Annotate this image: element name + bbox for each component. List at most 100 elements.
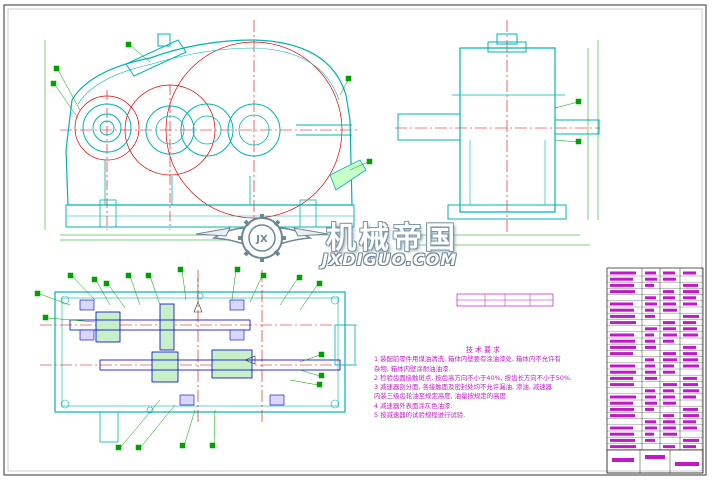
bom-cell (645, 271, 656, 275)
bom-cell (610, 445, 636, 449)
bom-cell (610, 277, 633, 281)
bom-cell (683, 383, 698, 387)
bom-cell (645, 308, 654, 312)
bom-cell (663, 352, 676, 356)
bom-cell (683, 395, 696, 399)
requirement-line: 内装三级齿轮油至规定高度, 油量按规定的高度. (374, 392, 508, 401)
bom-cell (610, 290, 635, 294)
technical-requirements: 技术要求 1 装配前零件用煤油清洗, 箱体内壁要有涂油漆处, 箱体内不允许有 杂… (374, 346, 614, 420)
bom-cell (610, 438, 635, 442)
bom-cell (610, 383, 634, 387)
bom-cell (610, 352, 633, 356)
watermark-chinese: 机械帝国 (326, 221, 458, 256)
bom-cell (645, 327, 657, 331)
bom-cell (663, 445, 675, 449)
bom-cell (645, 426, 657, 430)
bom-cell (663, 426, 676, 430)
bom-cell (683, 321, 696, 325)
bom-cell (683, 283, 698, 287)
requirement-line: 杂物, 箱体内壁涂耐油油漆. (374, 364, 451, 373)
bom-cell (645, 389, 655, 393)
bom-cell (683, 407, 698, 411)
bom-cell (610, 432, 634, 436)
bom-cell (610, 314, 635, 318)
bom-cell (683, 296, 696, 300)
svg-text:JX: JX (255, 234, 268, 245)
bom-cell (683, 376, 697, 380)
bom-cell (663, 432, 677, 436)
drawing-frame (3, 4, 707, 476)
title-block (606, 267, 704, 474)
bom-cell (663, 277, 676, 281)
bom-cell (645, 432, 654, 436)
bom-cell (683, 333, 698, 337)
bom-cell (610, 395, 636, 399)
bom-cell (645, 333, 654, 337)
bom-cell (610, 333, 634, 337)
bom-cell (610, 345, 636, 349)
bom-cell (645, 364, 655, 368)
bom-rows (607, 271, 703, 450)
bom-cell (663, 296, 675, 300)
bom-cell (645, 395, 656, 399)
bom-cell (683, 389, 699, 393)
bom-cell (683, 426, 697, 430)
bom-cell (683, 420, 696, 424)
bom-cell (645, 420, 656, 424)
bom-cell (683, 438, 699, 442)
bom-cell (663, 383, 677, 387)
bom-cell (663, 358, 677, 362)
bom-cell (610, 370, 636, 374)
bom-cell (610, 302, 633, 306)
bom-cell (663, 271, 675, 275)
bom-cell (610, 364, 635, 368)
requirement-line: 2 检验齿面接触斑点, 按齿高方向不小于40%, 按齿长方向不小于50%. (374, 373, 573, 382)
bom-cell (645, 376, 657, 380)
bom-cell (610, 308, 634, 312)
bom-cell (610, 321, 636, 325)
bom-cell (663, 333, 677, 337)
bom-cell (663, 327, 676, 331)
bom-cell (663, 308, 677, 312)
bom-cell (610, 414, 635, 418)
bom-cell (645, 314, 655, 318)
bom-cell (645, 296, 656, 300)
bom-cell (683, 290, 699, 294)
side-view (395, 20, 600, 246)
bom-cell (610, 376, 633, 380)
bom-cell (683, 327, 697, 331)
bom-cell (683, 414, 699, 418)
bom-cell (663, 364, 674, 368)
bom-cell (610, 283, 634, 287)
bom-cell (683, 352, 697, 356)
requirement-line: 3 减速器剖分面, 各接触面及密封处均不允许漏油, 渗油, 减速器 (374, 383, 553, 392)
bom-cell (645, 345, 656, 349)
bom-cell (683, 358, 698, 362)
bom-cell (645, 370, 656, 374)
bom-cell (645, 283, 654, 287)
bom-cell (610, 271, 636, 275)
bom-cell (610, 426, 633, 430)
bom-cell (683, 314, 699, 318)
bom-cell (683, 302, 697, 306)
top-view (34, 266, 360, 451)
technical-requirements-title: 技术要求 (466, 346, 502, 354)
bom-cell (663, 321, 675, 325)
bom-cell (663, 414, 674, 418)
bom-cell (645, 401, 657, 405)
bom-cell (663, 339, 674, 343)
bom-cell (610, 339, 635, 343)
watermark-english: JXDIGUO.COM (322, 250, 458, 269)
bom-cell (610, 407, 634, 411)
bom-cell (645, 277, 657, 281)
bom-cell (645, 358, 654, 362)
bom-cell (663, 420, 675, 424)
bom-cell (663, 389, 674, 393)
bom-cell (683, 445, 696, 449)
bom-cell (645, 302, 657, 306)
bom-cell (683, 364, 699, 368)
watermark-emblem: JX (195, 214, 329, 262)
bom-cell (645, 339, 655, 343)
bom-cell (610, 401, 633, 405)
